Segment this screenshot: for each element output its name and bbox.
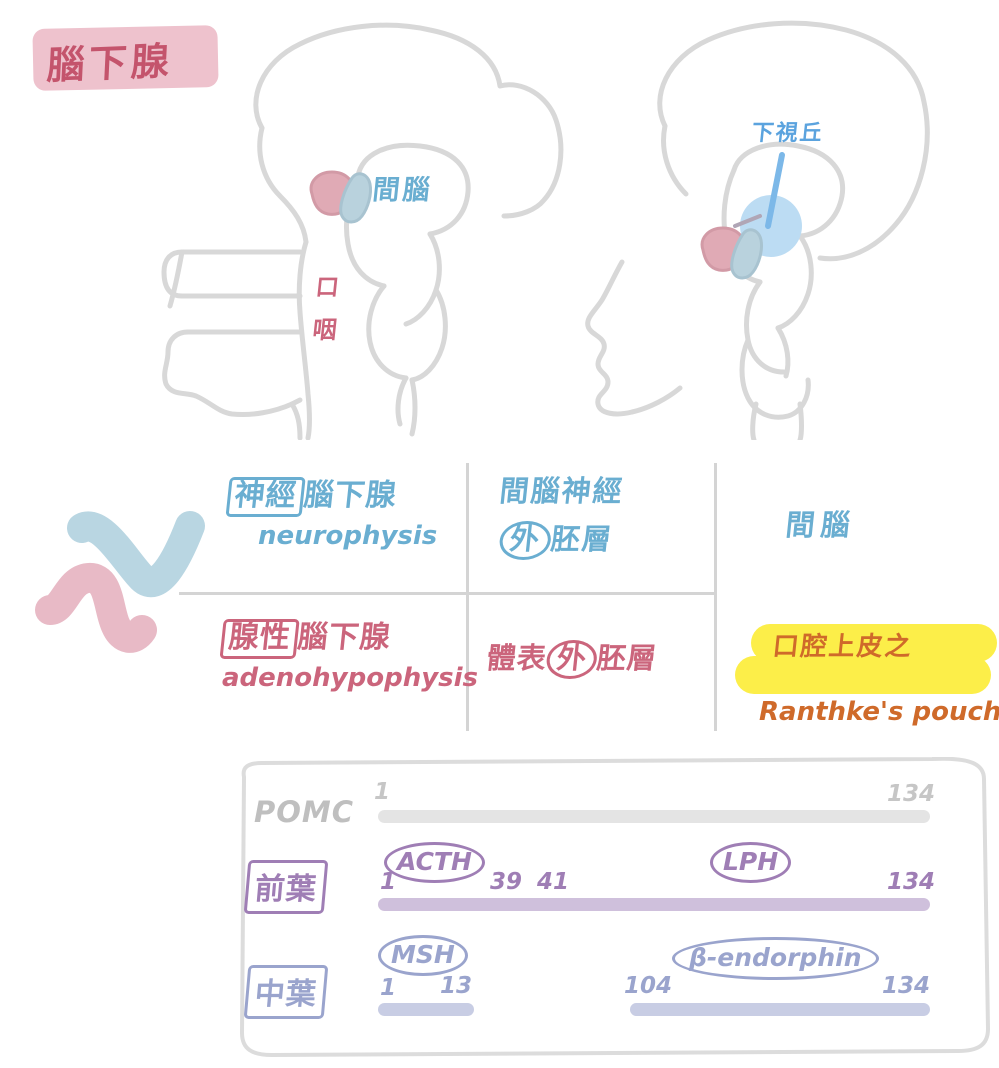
left-stem-right	[409, 287, 448, 383]
right-cerebellum-right	[775, 233, 814, 331]
lph-start-number: 41	[537, 869, 570, 895]
pomc-processing-card: POMC 1 134 前葉 ACTH LPH 1 39 41 134 中葉 MS…	[232, 757, 994, 1057]
right-medulla	[739, 337, 811, 420]
msh-end-number: 13	[440, 973, 473, 999]
left-face-front	[296, 239, 312, 441]
pomc-label: POMC	[254, 795, 355, 829]
brain-diagram-svg	[161, 20, 930, 443]
brain-diagram-panel: 間腦 口 咽 下視丘	[0, 0, 999, 443]
adenohypophysis-en: adenohypophysis	[222, 662, 479, 693]
left-brainstem-mid	[366, 283, 409, 381]
right-stem-right-mid	[775, 325, 791, 379]
rathke-pouch-en: Ranthke's pouch	[759, 697, 999, 727]
left-chin	[289, 401, 303, 441]
right-cerebrum-lower	[661, 123, 689, 197]
adeno-origin-rest: 胚層	[595, 641, 659, 675]
right-face-profile	[585, 259, 683, 417]
label-hypothalamus: 下視丘	[750, 121, 826, 146]
pomc-precursor-bar	[378, 810, 930, 823]
neuro-origin-line2: 外胚層	[497, 516, 627, 560]
beta-endorphin-bar	[630, 1003, 930, 1016]
table-vertical-divider-2	[714, 463, 717, 731]
adeno-origin-line: 體表外胚層	[485, 635, 660, 679]
neurohypophysis-cn: 神經腦下腺	[225, 470, 440, 517]
pomc-end-number: 134	[887, 781, 936, 807]
adeno-boxed-term: 腺性	[219, 619, 300, 659]
table-cell-r1c2: 間腦神經 外胚層	[497, 468, 627, 560]
adeno-origin-pre: 體表	[485, 641, 549, 675]
msh-start-number: 1	[380, 975, 397, 1001]
msh-bar	[378, 1003, 474, 1016]
anterior-lobe-label: 前葉	[243, 860, 329, 914]
right-cerebellum-outline	[731, 141, 846, 239]
left-cerebrum-lower	[257, 125, 309, 245]
neurophysis-en: neurophysis	[258, 520, 438, 551]
table-horizontal-divider	[179, 592, 716, 595]
table-cell-r1c1: 神經腦下腺 neurophysis	[225, 470, 440, 551]
highlight-stripe-2	[735, 656, 991, 694]
left-palate-upper	[161, 249, 303, 299]
acth-end-number: 39	[490, 869, 523, 895]
lph-tag: LPH	[710, 842, 792, 883]
adenohypophysis-cn: 腺性腦下腺	[219, 612, 481, 659]
neuro-origin-rest: 胚層	[549, 522, 615, 556]
msh-tag: MSH	[378, 935, 468, 976]
lph-bar	[571, 898, 930, 911]
left-cerebrum-outline	[253, 22, 564, 219]
table-cell-r2c1: 腺性腦下腺 adenohypophysis	[219, 612, 481, 693]
pomc-card-border	[240, 757, 990, 1057]
hypothalamus-leader-line	[765, 152, 785, 229]
adeno-rest-term: 腦下腺	[295, 620, 393, 655]
neuro-origin-line1: 間腦神經	[498, 474, 626, 508]
right-pituitary-stalk	[733, 214, 762, 228]
lph-end-number: 134	[887, 869, 936, 895]
label-pharynx: 咽	[311, 316, 339, 344]
right-cerebrum-outline	[657, 20, 930, 262]
beta-endorphin-tag: β-endorphin	[672, 937, 879, 980]
table-cell-r2c2: 體表外胚層	[485, 635, 660, 679]
brush-squiggle-group	[35, 511, 205, 653]
pomc-start-number: 1	[374, 779, 391, 805]
left-brainstem-lower	[395, 375, 409, 427]
left-cerebellum-right	[403, 231, 442, 327]
table-cell-r1c3: 間腦	[784, 502, 858, 544]
rathke-origin-cn: 口腔上皮之	[771, 632, 915, 662]
label-diencephalon: 間腦	[371, 175, 435, 206]
right-cord-left	[750, 401, 759, 443]
adeno-circled-wai: 外	[544, 640, 599, 679]
beta-endorphin-start-number: 104	[624, 973, 673, 999]
left-stem-right-lower	[409, 377, 418, 437]
acth-start-number: 1	[380, 869, 397, 895]
acth-bar	[378, 898, 616, 911]
table-cell-r2c3: 口腔上皮之 Ranthke's pouch	[735, 622, 999, 727]
label-oral: 口	[314, 275, 341, 301]
neuro-boxed-term: 神經	[225, 477, 306, 517]
left-posterior-pituitary	[339, 172, 372, 224]
neuro-circled-wai: 外	[497, 521, 553, 560]
pomc-card-frame	[240, 757, 990, 1057]
left-nasal-line	[167, 249, 185, 309]
acth-tag: ACTH	[384, 842, 485, 883]
neuro-rest-term: 腦下腺	[301, 478, 399, 513]
table-vertical-divider-1	[466, 463, 469, 731]
right-cord-right	[797, 401, 804, 443]
left-cerebellum-outline	[355, 142, 471, 237]
right-posterior-pituitary	[730, 228, 763, 280]
brush-squiggle-pink	[35, 563, 157, 653]
neuro-source-region: 間腦	[784, 508, 858, 542]
left-tongue-jaw	[162, 329, 303, 417]
beta-endorphin-end-number: 134	[882, 973, 931, 999]
highlight-stripe-1	[751, 624, 997, 662]
intermediate-lobe-label: 中葉	[243, 965, 329, 1019]
comparison-table: 神經腦下腺 neurophysis 間腦神經 外胚層 間腦 腺性腦下腺 aden…	[0, 440, 999, 750]
brush-squiggle-blue	[67, 511, 205, 598]
